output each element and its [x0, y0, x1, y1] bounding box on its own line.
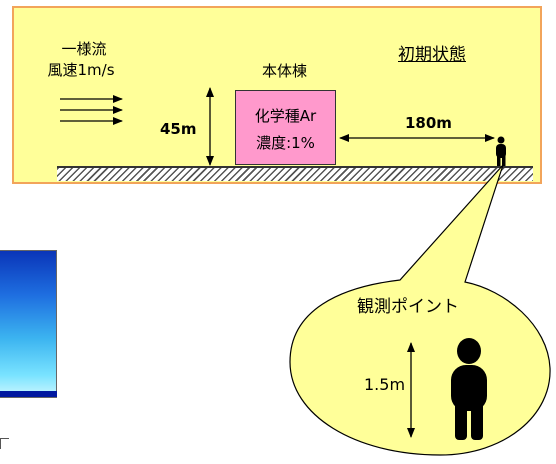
person-small-icon	[496, 136, 506, 166]
colormap-base-strip	[0, 391, 57, 397]
chemical-species-label: 化学種Ar	[254, 107, 317, 125]
observer-height-label: 1.5m	[364, 375, 406, 394]
distance-label: 180m	[405, 114, 452, 132]
wind-speed-label: 風速1m/s	[47, 61, 115, 79]
building	[235, 90, 336, 165]
observation-point-label: 観測ポイント	[357, 297, 459, 317]
colormap-fragment	[0, 250, 57, 398]
building-name-label: 本体棟	[262, 62, 308, 80]
building-height-label: 45m	[160, 120, 197, 138]
concentration-label: 濃度:1%	[256, 134, 315, 152]
ground-hatch	[57, 166, 533, 181]
cropped-text-fragment	[0, 438, 9, 449]
uniform-flow-label: 一様流	[61, 40, 107, 58]
panel-title: 初期状態	[398, 45, 466, 65]
person-large-icon	[451, 338, 487, 440]
wind-arrows	[60, 95, 123, 125]
